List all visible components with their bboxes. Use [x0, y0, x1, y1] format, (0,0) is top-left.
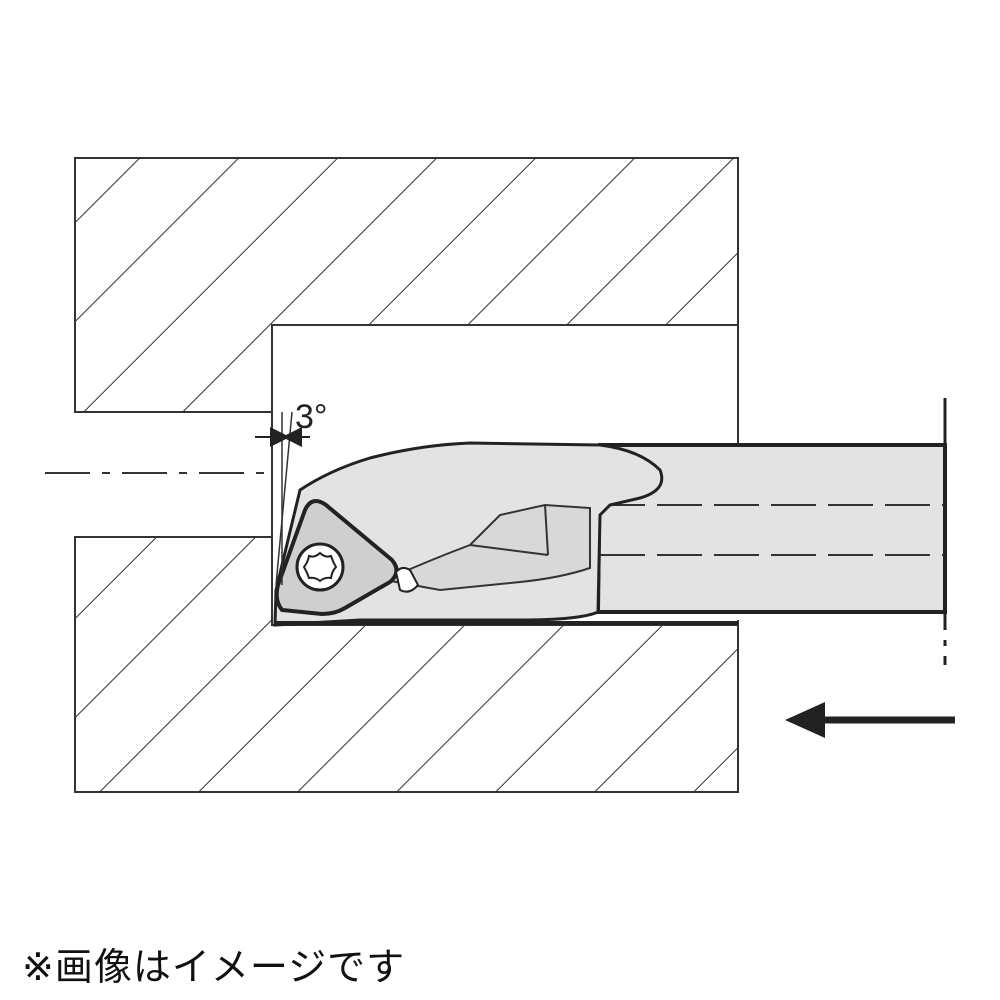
feed-arrow	[785, 702, 955, 738]
tool-head-edge	[544, 504, 549, 556]
workpiece-upper-hatch	[74, 157, 739, 413]
angle-label: 3°	[295, 398, 328, 436]
boring-bar	[595, 398, 947, 665]
clamp-wedge	[394, 566, 420, 593]
angle-annotation: 3°	[255, 398, 328, 586]
image-disclaimer-note: ※画像はイメージです	[22, 945, 406, 989]
cutting-insert	[274, 499, 420, 617]
torx-icon	[302, 551, 338, 583]
workpiece-section	[74, 157, 739, 793]
tool-head-edge-2	[469, 544, 549, 556]
feed-arrow-head	[785, 702, 825, 738]
